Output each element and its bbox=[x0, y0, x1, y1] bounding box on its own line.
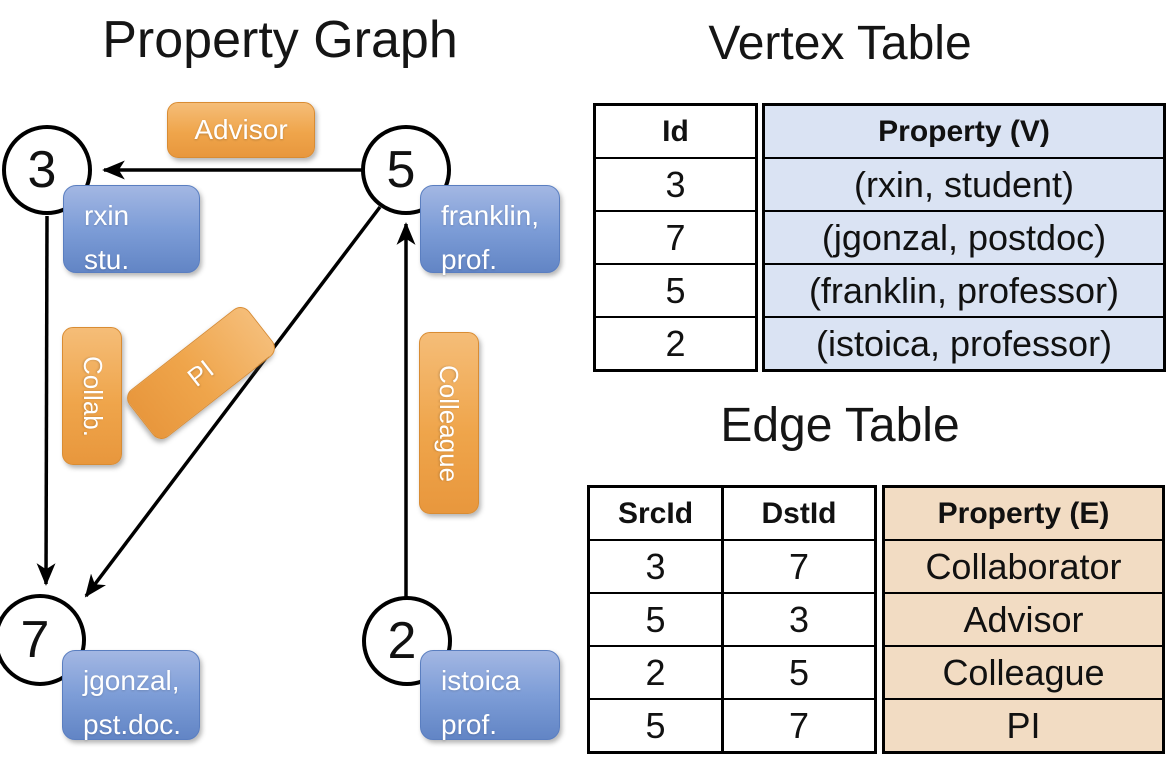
edge-pi-5-to-7 bbox=[84, 205, 382, 598]
graph-edges-layer bbox=[36, 160, 416, 598]
table-cell: Advisor bbox=[963, 598, 1084, 640]
vertex-table-header-property: Property (V) bbox=[878, 114, 1050, 148]
vertex-table-id-column: Id 3 7 5 2 bbox=[593, 103, 758, 372]
table-cell: (rxin, student) bbox=[853, 163, 1075, 205]
table-cell: Collaborator bbox=[925, 545, 1122, 587]
table-cell: (franklin, professor) bbox=[808, 269, 1120, 311]
vertex-table: Id 3 7 5 2 Property (V) (rxin, student) … bbox=[593, 103, 1166, 372]
edge-table-header-property: Property (E) bbox=[937, 496, 1110, 530]
table-cell: 5 bbox=[721, 647, 874, 698]
vertex-table-property-column: Property (V) (rxin, student) (jgonzal, p… bbox=[762, 103, 1166, 372]
vertex-property-box-2: istoica prof. bbox=[420, 650, 560, 740]
edge-table-header-srcid: SrcId bbox=[617, 496, 694, 530]
edge-label-colleague: Colleague bbox=[419, 332, 479, 514]
edge-collaborator-3-to-7 bbox=[36, 215, 56, 586]
edge-table-header-dstid: DstId bbox=[721, 488, 874, 539]
vertex-property-box-3: rxin stu. bbox=[63, 185, 200, 275]
edge-table-property-column: Property (E) Collaborator Advisor Collea… bbox=[882, 485, 1165, 754]
edge-label-collaborator: Collab. bbox=[62, 327, 122, 465]
edge-table: SrcId DstId 3 7 5 3 2 5 5 7 Property (E)… bbox=[587, 485, 1165, 754]
table-cell: 5 bbox=[665, 269, 686, 311]
vertex-property-box-5: franklin, prof. bbox=[420, 185, 560, 275]
table-cell: 5 bbox=[645, 704, 666, 746]
edge-label-advisor: Advisor bbox=[167, 102, 315, 158]
vertex-property-box-7: jgonzal, pst.doc. bbox=[62, 650, 200, 740]
edge-table-id-columns: SrcId DstId 3 7 5 3 2 5 5 7 bbox=[587, 485, 877, 754]
table-cell: (istoica, professor) bbox=[815, 322, 1113, 364]
table-cell: Colleague bbox=[942, 651, 1105, 693]
table-cell: PI bbox=[1006, 704, 1041, 746]
graph-node-5: 5 bbox=[361, 125, 451, 215]
table-cell: 5 bbox=[645, 598, 666, 640]
table-cell: 3 bbox=[665, 163, 686, 205]
graph-node-2: 2 bbox=[362, 596, 452, 686]
table-cell: (jgonzal, postdoc) bbox=[821, 216, 1107, 258]
table-cell: 7 bbox=[721, 700, 874, 751]
property-graph-title: Property Graph bbox=[102, 11, 458, 69]
edge-table-title: Edge Table bbox=[720, 399, 960, 452]
table-cell: 2 bbox=[665, 322, 686, 364]
table-cell: 2 bbox=[645, 651, 666, 693]
table-cell: 7 bbox=[665, 216, 686, 258]
table-cell: 7 bbox=[721, 541, 874, 592]
vertex-table-title: Vertex Table bbox=[708, 17, 972, 70]
table-cell: 3 bbox=[645, 545, 666, 587]
vertex-table-header-id: Id bbox=[662, 114, 689, 148]
table-cell: 3 bbox=[721, 594, 874, 645]
